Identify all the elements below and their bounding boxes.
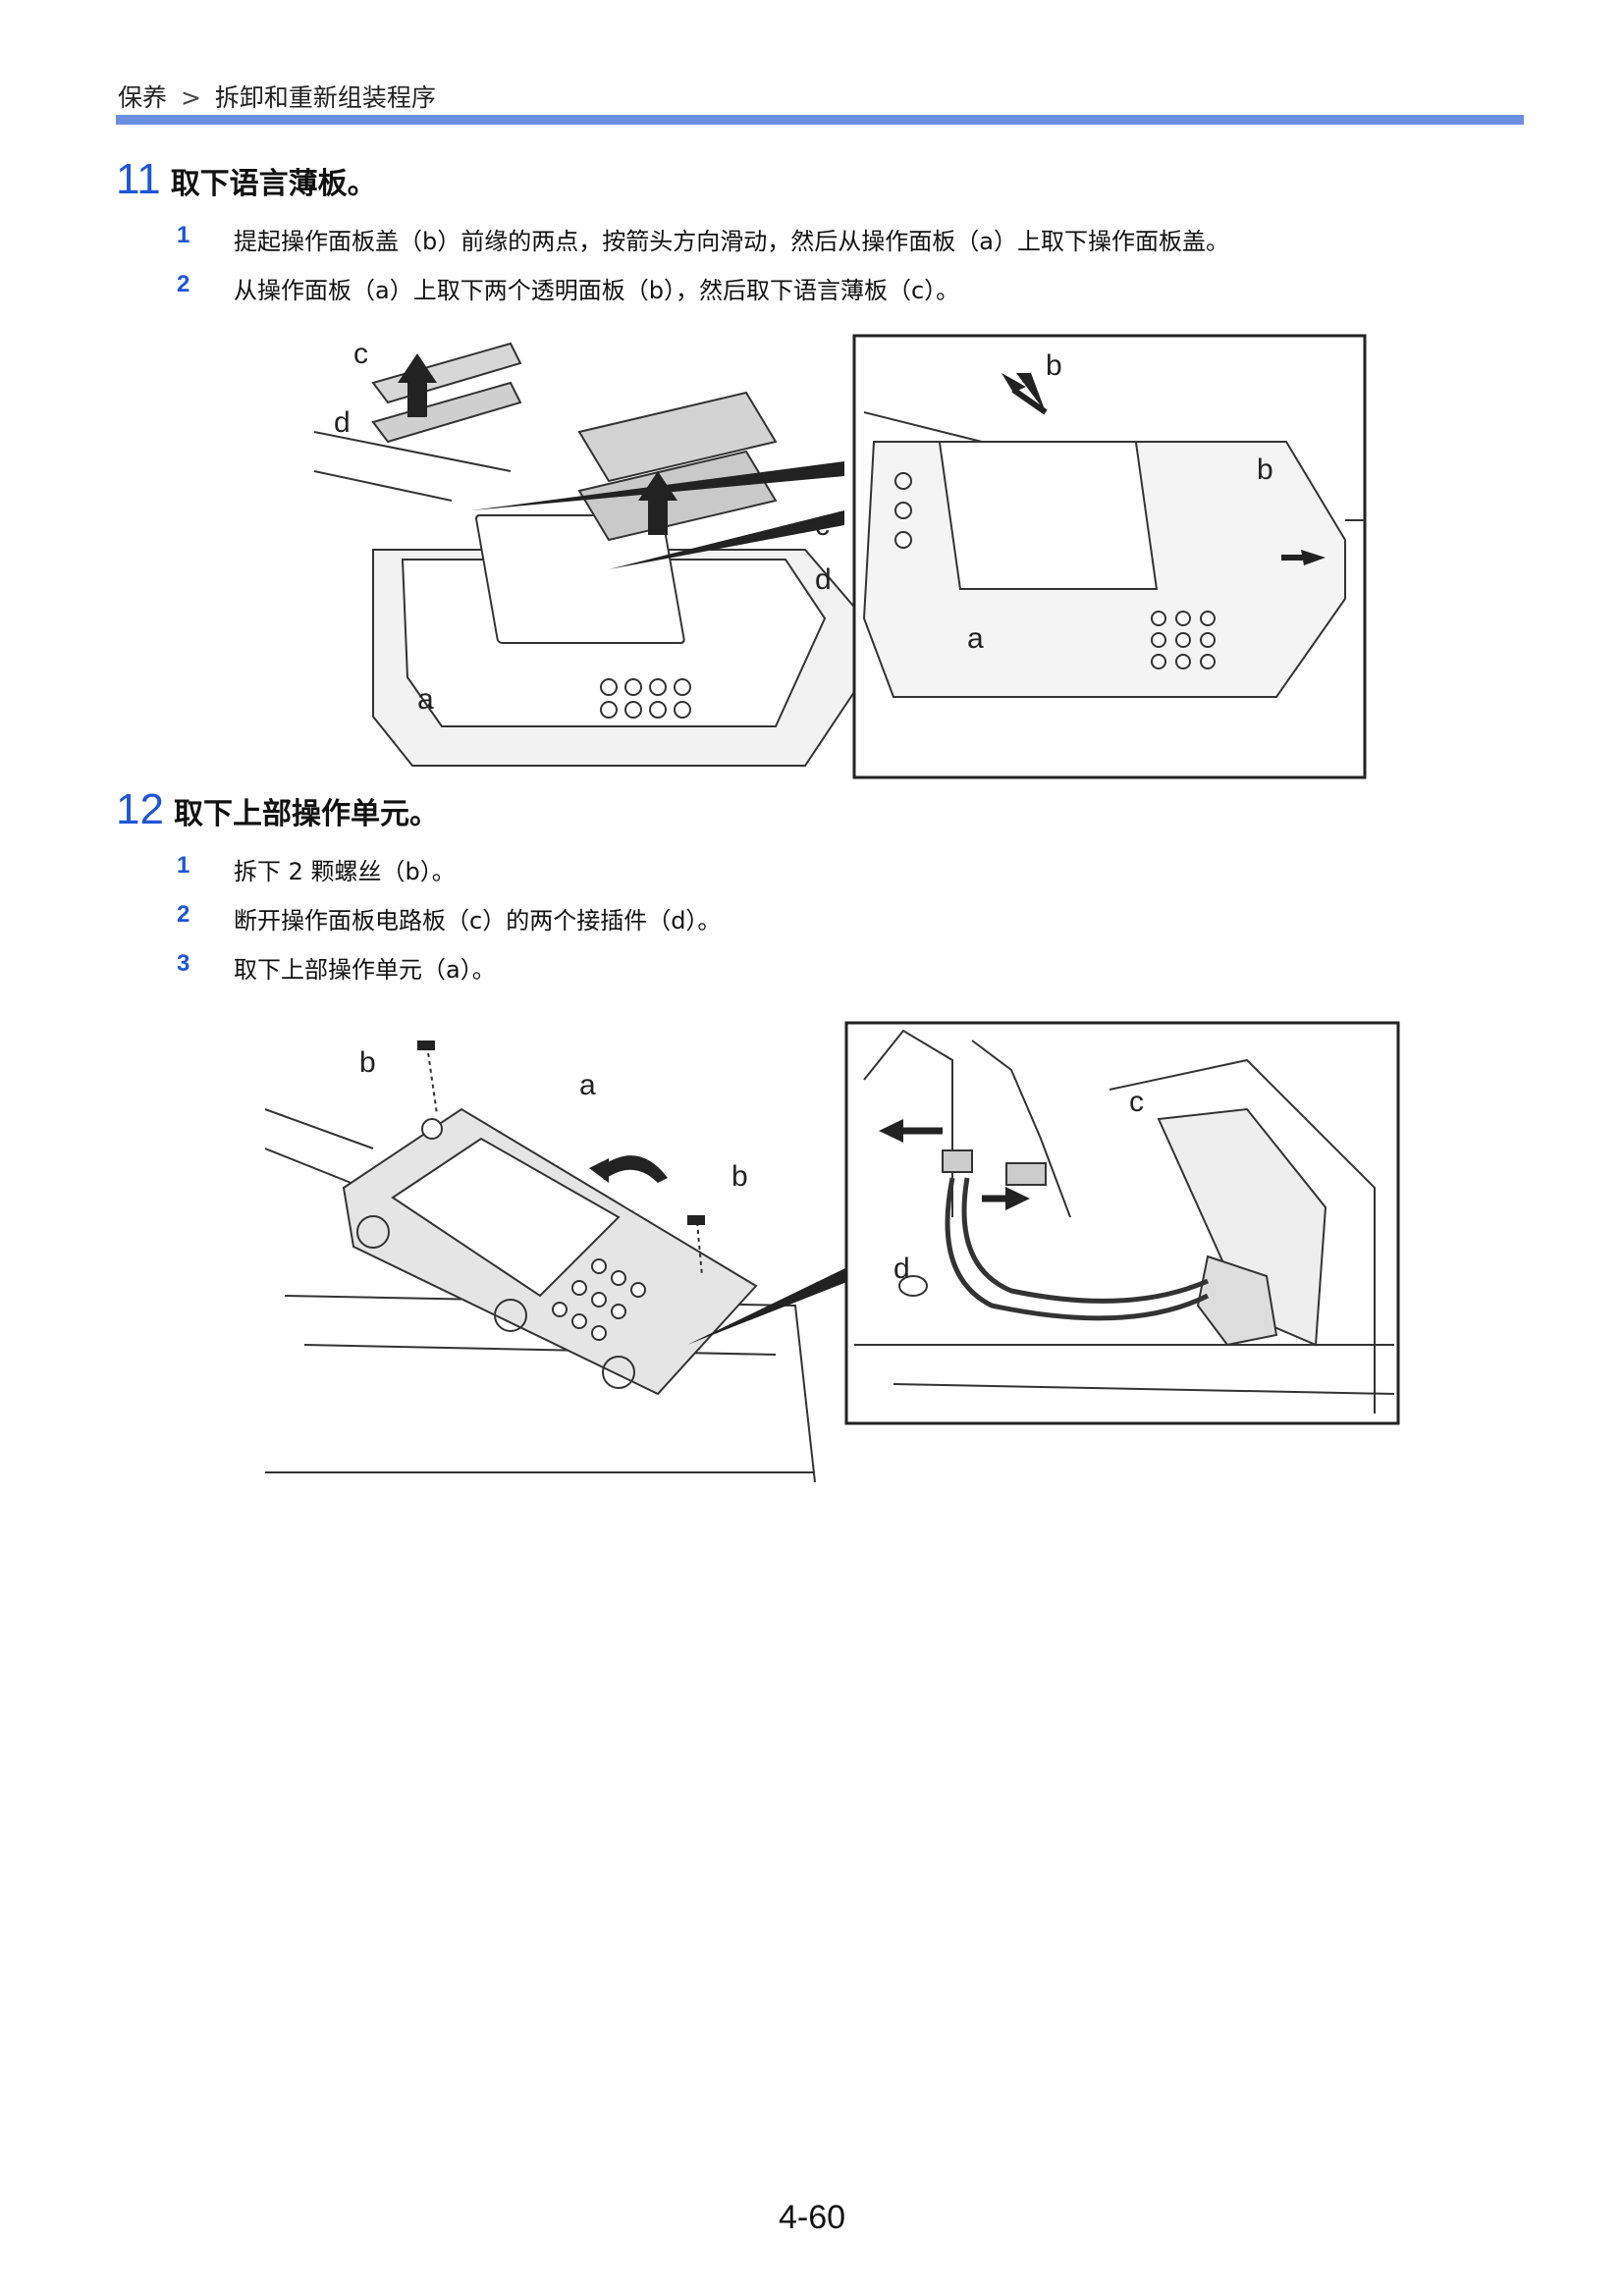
label-b-left: b [359,1046,376,1079]
item-text: 提起操作面板盖（b）前缘的两点，按箭头方向滑动，然后从操作面板（a）上取下操作面… [234,228,1229,255]
label-c: c [1129,1086,1144,1118]
step-11-item-1: 1 提起操作面板盖（b）前缘的两点，按箭头方向滑动，然后从操作面板（a）上取下操… [177,222,1229,256]
step-11-heading: 11 取下语言薄板。 [116,155,377,204]
item-number: 3 [177,950,190,977]
step-12-number: 12 [116,785,164,833]
item-number: 1 [177,852,190,879]
step-12-title: 取下上部操作单元。 [173,797,439,831]
step-11-number: 11 [116,155,161,203]
label-c-right: c [815,509,830,542]
breadcrumb-part2: 拆卸和重新组装程序 [214,83,436,112]
item-number: 2 [177,271,190,297]
item-text: 断开操作面板电路板（c）的两个接插件（d）。 [234,907,722,934]
step-12-item-2: 2 断开操作面板电路板（c）的两个接插件（d）。 [177,901,721,935]
header-rule [116,115,1524,125]
step-11-item-2: 2 从操作面板（a）上取下两个透明面板（b），然后取下语言薄板（c）。 [177,271,959,305]
step-11-title: 取下语言薄板。 [170,167,377,201]
label-a: a [417,683,434,716]
item-text: 从操作面板（a）上取下两个透明面板（b），然后取下语言薄板（c）。 [234,277,960,304]
breadcrumb-separator: > [180,83,201,112]
step-11-illustration: c d c d a b b a [314,334,1367,779]
breadcrumb: 保养 > 拆卸和重新组装程序 [118,79,436,114]
label-d: d [893,1253,910,1285]
label-c: c [353,338,368,370]
page-number: 4-60 [778,2199,846,2236]
item-number: 1 [177,222,190,248]
item-text: 拆下 2 颗螺丝（b）。 [234,858,456,885]
step-12-figure: b a b c d [265,1021,1404,1482]
label-d: d [334,406,351,439]
step-12-heading: 12 取下上部操作单元。 [116,785,439,834]
label-d-right: d [815,563,832,596]
label-b-inset-2: b [1257,454,1273,486]
breadcrumb-part1: 保养 [118,83,168,112]
label-b-right: b [731,1160,748,1193]
step-11-figure: c d c d a b b a [314,324,1375,785]
item-text: 取下上部操作单元（a）。 [234,956,496,984]
step-12-item-3: 3 取下上部操作单元（a）。 [177,950,496,985]
item-number: 2 [177,901,190,928]
step-12-illustration: b a b c d [265,1021,1400,1482]
step-12-item-1: 1 拆下 2 颗螺丝（b）。 [177,852,456,886]
label-b-inset-1: b [1046,349,1062,382]
label-a-inset: a [967,622,984,655]
label-a: a [579,1069,596,1101]
